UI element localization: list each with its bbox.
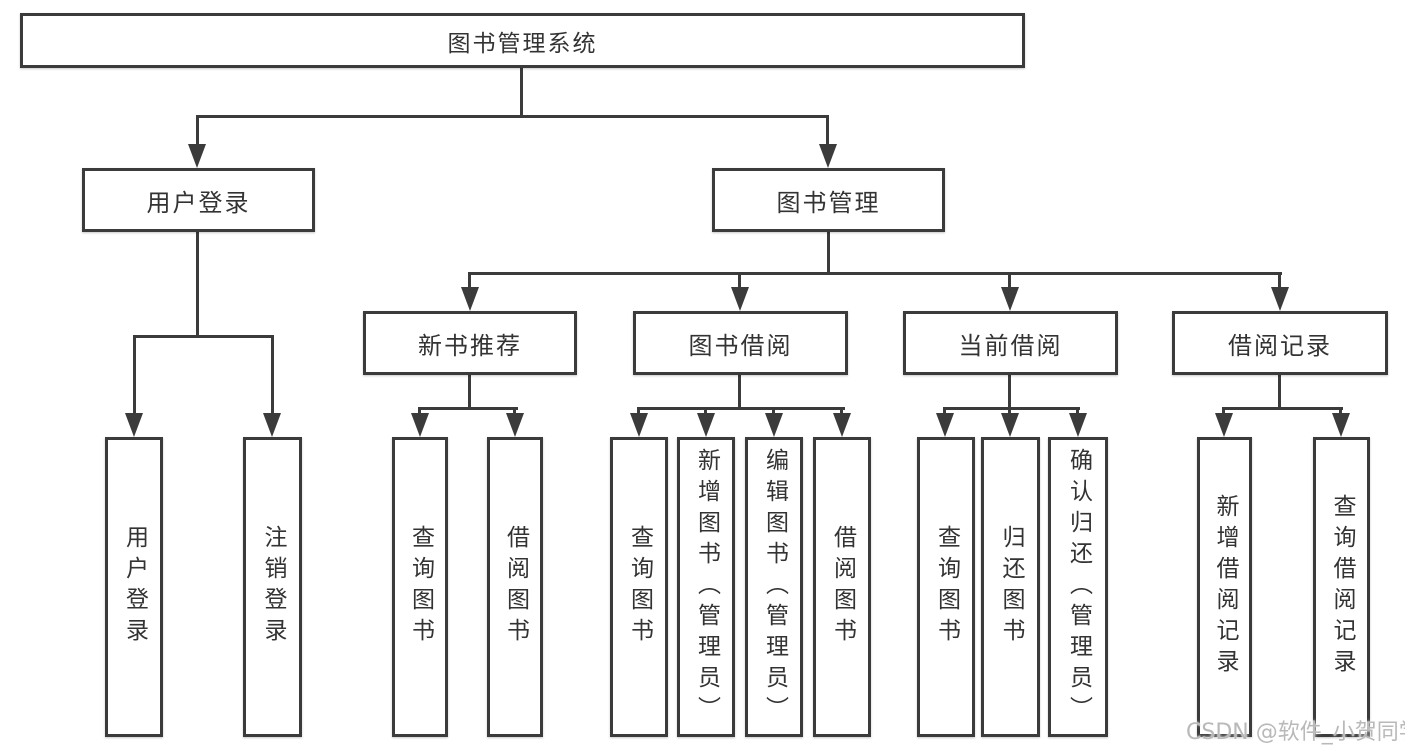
connector-line <box>196 232 199 338</box>
node-user-login-branch: 用户登录 <box>82 168 315 232</box>
connector-line <box>738 375 741 410</box>
connector-line <box>637 407 640 417</box>
connector-line <box>1008 407 1011 417</box>
connector-line <box>704 407 707 417</box>
leaf-user-login: 用户登录 <box>105 437 163 737</box>
node-borrowing-records: 借阅记录 <box>1172 311 1388 375</box>
connector-line <box>772 407 775 417</box>
leaf-add-borrow-record: 新增借阅记录 <box>1197 437 1252 737</box>
node-new-book-recommendation: 新书推荐 <box>363 311 577 375</box>
connector-line <box>826 115 829 145</box>
node-library-management-system: 图书管理系统 <box>20 13 1025 68</box>
connector-line <box>1008 272 1011 290</box>
connector-line <box>513 407 516 417</box>
leaf-query-books-recommend: 查询图书 <box>392 437 448 737</box>
leaf-add-books-admin: 新增图书（管理员） <box>677 437 735 737</box>
node-book-management-branch: 图书管理 <box>712 168 945 232</box>
connector-line <box>133 335 136 415</box>
connector-line <box>1278 272 1281 290</box>
connector-line <box>271 335 274 415</box>
connector-line <box>1076 407 1079 417</box>
arrowhead-down-icon <box>125 413 143 437</box>
leaf-query-books-current: 查询图书 <box>917 437 975 737</box>
arrowhead-down-icon <box>461 287 479 311</box>
arrowhead-down-icon <box>1001 413 1019 437</box>
arrowhead-down-icon <box>263 413 281 437</box>
connector-line <box>1278 375 1281 410</box>
connector-line <box>196 115 829 118</box>
connector-line <box>1008 375 1011 410</box>
connector-line <box>637 407 845 410</box>
connector-line <box>418 407 518 410</box>
connector-line <box>468 375 471 410</box>
arrowhead-down-icon <box>1271 287 1289 311</box>
connector-line <box>1222 407 1225 417</box>
leaf-logout: 注销登录 <box>243 437 302 737</box>
arrowhead-down-icon <box>765 413 783 437</box>
connector-line <box>418 407 421 417</box>
arrowhead-down-icon <box>188 144 206 168</box>
connector-line <box>520 67 523 117</box>
leaf-query-borrow-record: 查询借阅记录 <box>1313 437 1370 737</box>
arrowhead-down-icon <box>411 413 429 437</box>
connector-line <box>468 272 471 290</box>
connector-line <box>943 407 946 417</box>
csdn-watermark: CSDN @软件_小贺同学 <box>1186 720 1405 745</box>
arrowhead-down-icon <box>697 413 715 437</box>
connector-line <box>196 115 199 145</box>
arrowhead-down-icon <box>1332 413 1350 437</box>
leaf-borrow-books-recommend: 借阅图书 <box>487 437 543 737</box>
connector-line <box>133 335 274 338</box>
leaf-confirm-return-admin: 确认归还（管理员） <box>1048 437 1108 737</box>
arrowhead-down-icon <box>731 287 749 311</box>
arrowhead-down-icon <box>819 144 837 168</box>
arrowhead-down-icon <box>1069 413 1087 437</box>
node-current-borrowing: 当前借阅 <box>903 311 1118 375</box>
arrowhead-down-icon <box>833 413 851 437</box>
connector-line <box>840 407 843 417</box>
connector-line <box>1339 407 1342 417</box>
node-book-borrowing: 图书借阅 <box>633 311 848 375</box>
arrowhead-down-icon <box>1001 287 1019 311</box>
connector-line <box>1222 407 1343 410</box>
arrowhead-down-icon <box>936 413 954 437</box>
leaf-query-books-borrowing: 查询图书 <box>610 437 668 737</box>
leaf-edit-books-admin: 编辑图书（管理员） <box>745 437 803 737</box>
arrowhead-down-icon <box>630 413 648 437</box>
leaf-borrow-books: 借阅图书 <box>813 437 871 737</box>
connector-line <box>469 272 1282 275</box>
connector-line <box>943 407 1080 410</box>
arrowhead-down-icon <box>506 413 524 437</box>
connector-line <box>738 272 741 290</box>
leaf-return-books: 归还图书 <box>981 437 1040 737</box>
connector-line <box>827 232 830 275</box>
arrowhead-down-icon <box>1215 413 1233 437</box>
